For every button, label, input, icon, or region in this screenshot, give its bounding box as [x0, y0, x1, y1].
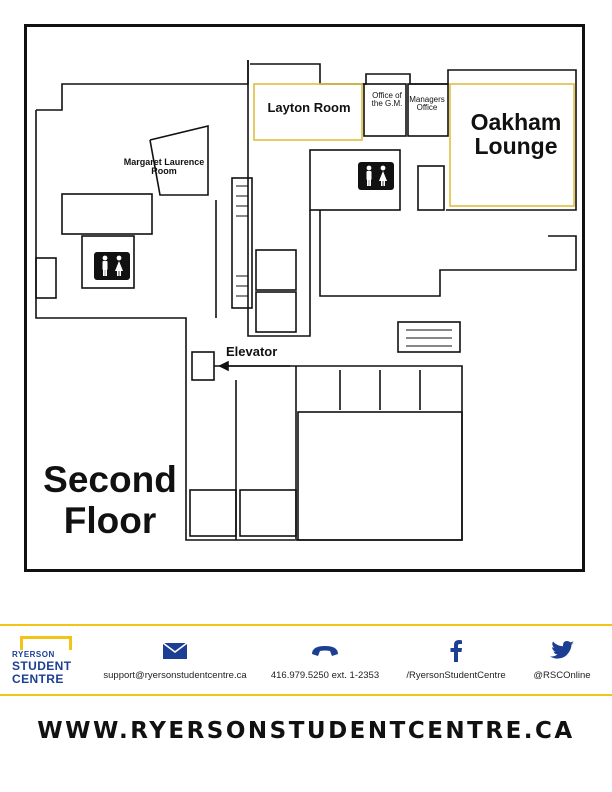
website-url[interactable]: WWW.RYERSONSTUDENTCENTRE.CA — [37, 718, 575, 744]
contact-phone[interactable]: 416.979.5250 ext. 1-2353 — [266, 640, 384, 681]
facebook-icon — [394, 640, 518, 662]
wall-layton-room — [253, 83, 363, 141]
twitter-handle[interactable]: @RSCOnline — [533, 670, 591, 681]
wall-restroom-center — [309, 149, 401, 211]
wall-central-corridor — [247, 60, 311, 337]
contact-facebook[interactable]: /RyersonStudentCentre — [394, 640, 518, 681]
footer-contact-bar: RYERSON STUDENT CENTRE support@ryersonst… — [0, 624, 612, 696]
managers-office-label-line1: Managers — [409, 95, 445, 104]
office-gm-label-line1: Office of — [372, 91, 402, 100]
wall-lower-office-a — [189, 489, 237, 537]
oakham-lounge-label-line1: Oakham — [470, 109, 562, 135]
phone-number[interactable]: 416.979.5250 ext. 1-2353 — [270, 670, 380, 681]
wall-lower-office-b — [239, 489, 297, 537]
logo-mark — [20, 636, 72, 650]
layton-room-label: Layton Room — [267, 100, 351, 115]
envelope-icon — [96, 640, 254, 662]
wall-small-office-a — [255, 249, 297, 291]
wall-stairs-center — [231, 177, 253, 309]
logo-line3: CENTRE — [12, 672, 64, 686]
wall-stairs-right-lower — [397, 321, 461, 353]
wall-oakham-lounge — [449, 83, 575, 207]
email-link[interactable]: support@ryersonstudentcentre.ca — [103, 670, 247, 681]
contact-email[interactable]: support@ryersonstudentcentre.ca — [96, 640, 254, 681]
wall-stairs-left — [35, 257, 57, 299]
managers-office-label-line2: Office — [416, 103, 438, 113]
facebook-link[interactable]: /RyersonStudentCentre — [406, 670, 506, 681]
office-gm-label: Office of the G.M. — [366, 91, 408, 109]
wall-top-rooms — [250, 63, 577, 211]
wall-managers-office — [407, 83, 449, 137]
wall-margaret-room — [149, 124, 209, 196]
contact-twitter[interactable]: @RSCOnline — [526, 640, 598, 681]
twitter-icon — [526, 640, 598, 662]
logo-line1: RYERSON — [12, 650, 55, 659]
restroom-icon — [94, 252, 130, 280]
wall-right-mid — [319, 210, 577, 297]
floor-title: Second Floor — [30, 459, 190, 541]
wall-restroom-block — [81, 235, 135, 289]
logo-line2: STUDENT — [12, 659, 72, 673]
arrow-left-icon — [218, 360, 290, 372]
floor-title-line2: Floor — [63, 499, 157, 541]
ryerson-student-centre-logo: RYERSON STUDENT CENTRE — [10, 636, 76, 686]
wall-office-gm — [363, 83, 407, 137]
margaret-laurence-label-line2: Room — [151, 166, 177, 177]
wall-lower-right — [295, 365, 463, 541]
map-frame — [24, 24, 585, 572]
floor-title-line1: Second — [43, 459, 177, 500]
oakham-lounge-label-line2: Lounge — [474, 133, 558, 160]
wall-small-office-b — [255, 291, 297, 333]
oakham-lounge-label: Oakham Lounge — [456, 110, 576, 158]
wall-elevator-shaft — [191, 351, 215, 381]
wall-lobby — [61, 193, 153, 235]
phone-icon — [266, 640, 384, 662]
margaret-laurence-room-label: Margaret Laurence Room — [112, 157, 216, 177]
margaret-laurence-label-line1: Margaret Laurence — [123, 157, 205, 167]
wall-left-outer — [35, 110, 295, 541]
floor-plan — [35, 60, 577, 541]
elevator-label: Elevator — [226, 344, 278, 359]
restroom-icon — [358, 162, 394, 190]
wall-hall-large — [297, 411, 463, 541]
managers-office-label: Managers Office — [407, 95, 447, 113]
office-gm-label-line2: the G.M. — [371, 99, 403, 109]
wall-left-wing — [36, 60, 249, 111]
wall-stairs-right-upper — [417, 165, 445, 211]
